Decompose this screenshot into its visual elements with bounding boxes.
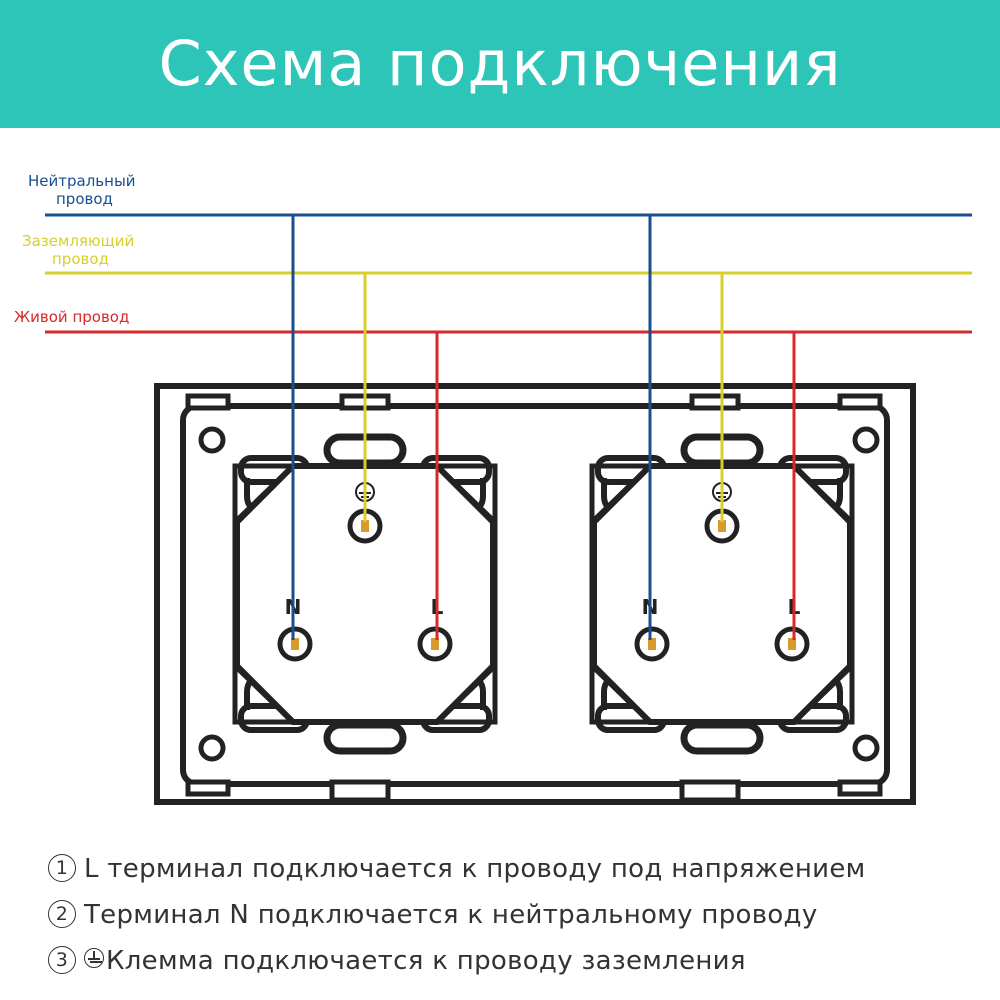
ground-wire-label-line1: Заземляющий (22, 232, 135, 250)
page-title: Схема подключения (158, 27, 842, 100)
note-3: 3 Клемма подключается к проводу заземлени… (48, 938, 978, 984)
notes-list: 1 L терминал подключается к проводу под н… (48, 846, 978, 984)
note-text: L терминал подключается к проводу под на… (84, 854, 866, 884)
inner-frame (180, 403, 890, 787)
live-wire-label-line1: Живой провод (14, 308, 130, 326)
note-1: 1 L терминал подключается к проводу под н… (48, 846, 978, 892)
ground-wire-label-line2: провод (52, 250, 109, 268)
note-number: 3 (48, 946, 76, 974)
neutral-wire-label-line1: Нейтральный (28, 172, 136, 190)
screw-hole (198, 426, 226, 454)
screw-hole (852, 734, 880, 762)
ground-icon (84, 948, 104, 968)
note-text: Терминал N подключается к нейтральному п… (84, 900, 818, 930)
live-wire-label: Живой провод (14, 308, 129, 326)
note-number: 1 (48, 854, 76, 882)
header-banner (0, 0, 1000, 128)
screw-hole (198, 734, 226, 762)
note-2: 2 Терминал N подключается к нейтральному … (48, 892, 978, 938)
ground-wire-label: Заземляющий провод (22, 232, 134, 268)
note-number: 2 (48, 900, 76, 928)
note-text: Клемма подключается к проводу заземления (106, 946, 746, 976)
neutral-wire-label: Нейтральный провод (28, 172, 136, 208)
neutral-wire-label-line2: провод (56, 190, 113, 208)
screw-hole (852, 426, 880, 454)
